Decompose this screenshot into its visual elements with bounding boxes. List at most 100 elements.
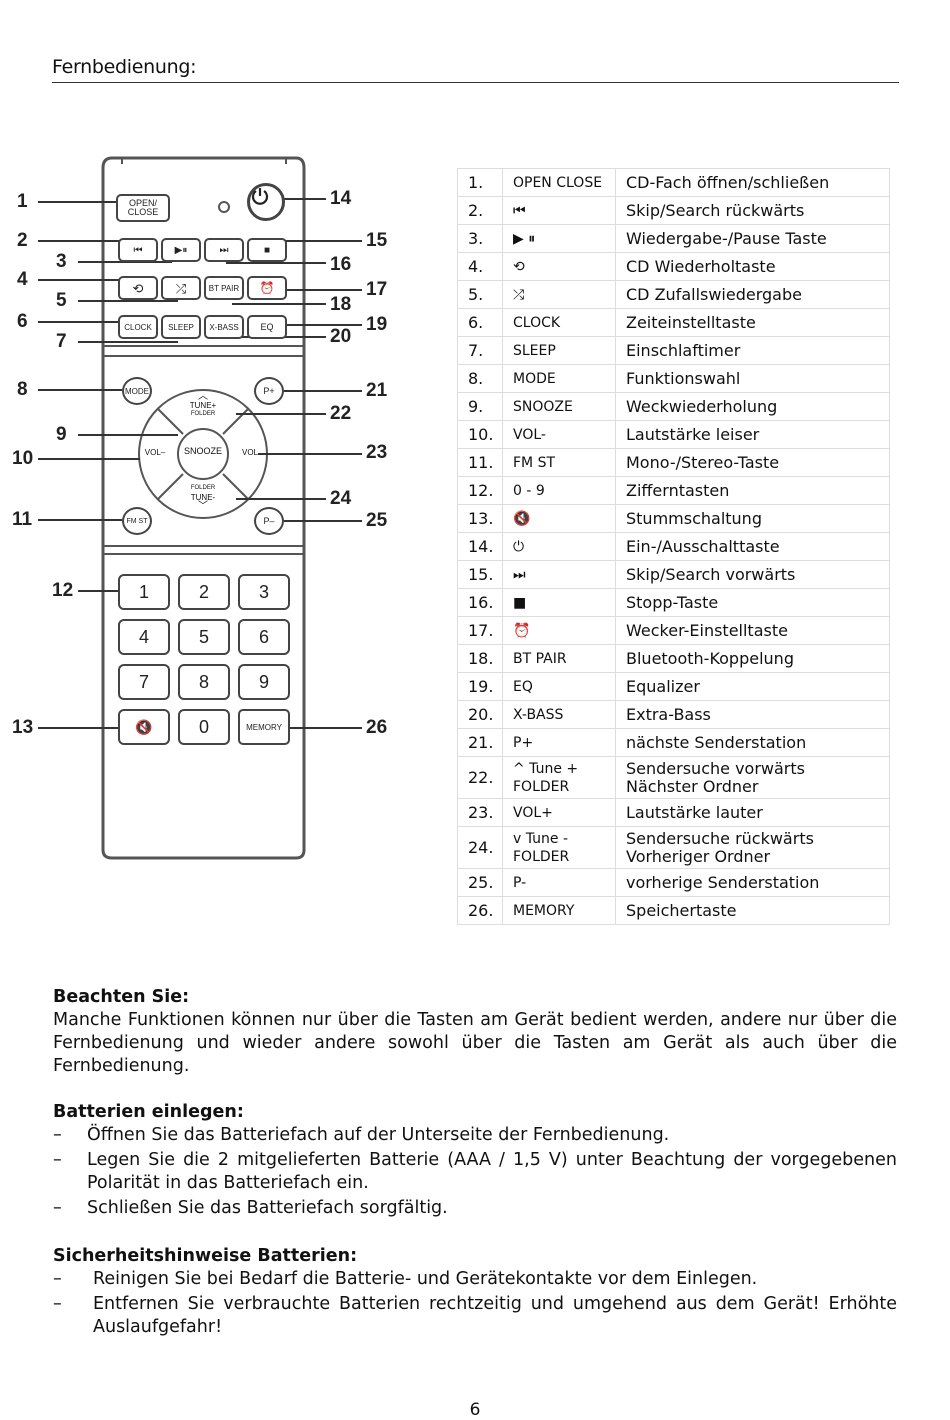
- callout-5: 5: [56, 290, 67, 311]
- open-close-button[interactable]: OPEN/ CLOSE: [116, 194, 170, 222]
- digit-0-button[interactable]: 0: [178, 709, 230, 745]
- skip-forward-icon: ⏭: [502, 560, 616, 589]
- key-label: X-BASS: [502, 700, 616, 729]
- batteries-section: Batterien einlegen: –Öffnen Sie das Batt…: [53, 1101, 897, 1220]
- digit-3-button[interactable]: 3: [238, 574, 290, 610]
- memory-button[interactable]: MEMORY: [238, 709, 290, 745]
- digit-7-label: 7: [138, 671, 149, 692]
- table-row: 4.⟲CD Wiederholtaste: [457, 252, 890, 281]
- row-number: 19.: [457, 672, 503, 701]
- eq-button[interactable]: EQ: [247, 315, 287, 339]
- key-function: CD-Fach öffnen/schließen: [615, 168, 890, 197]
- key-label: OPEN CLOSE: [502, 168, 616, 197]
- clock-button[interactable]: CLOCK: [118, 315, 158, 339]
- key-label: VOL+: [502, 798, 616, 827]
- digit-6-button[interactable]: 6: [238, 619, 290, 655]
- shuffle-icon: ⤮: [502, 280, 616, 309]
- tune-minus-button[interactable]: FOLDER TUNE- ﹀: [178, 484, 228, 518]
- key-label: VOL-: [502, 420, 616, 449]
- row-number: 10.: [457, 420, 503, 449]
- key-function: Wecker-Einstelltaste: [615, 616, 890, 645]
- batteries-list: –Öffnen Sie das Batteriefach auf der Unt…: [53, 1124, 897, 1220]
- skip-back-button[interactable]: ⏮: [118, 238, 158, 262]
- key-label: MODE: [502, 364, 616, 393]
- row-number: 26.: [457, 896, 503, 925]
- key-label: BT PAIR: [502, 644, 616, 673]
- callout-12: 12: [52, 580, 74, 601]
- p-plus-button[interactable]: P+: [254, 377, 284, 405]
- table-row: 2.⏮Skip/Search rückwärts: [457, 196, 890, 225]
- fm-st-button[interactable]: FM ST: [122, 507, 152, 535]
- bt-pair-button[interactable]: BT PAIR: [204, 276, 244, 300]
- repeat-button[interactable]: ⟲: [118, 276, 158, 300]
- vol-plus-button[interactable]: VOL: [236, 448, 264, 457]
- row-number: 7.: [457, 336, 503, 365]
- key-function: Stummschaltung: [615, 504, 890, 533]
- fm-st-label: FM ST: [126, 517, 148, 525]
- digit-7-button[interactable]: 7: [118, 664, 170, 700]
- digit-9-button[interactable]: 9: [238, 664, 290, 700]
- note-text: Manche Funktionen können nur über die Ta…: [53, 1010, 897, 1076]
- digit-1-button[interactable]: 1: [118, 574, 170, 610]
- sleep-label: SLEEP: [168, 322, 194, 332]
- stop-button[interactable]: ■: [247, 238, 287, 262]
- key-label: v Tune -FOLDER: [502, 826, 616, 869]
- callout-14: 14: [330, 188, 352, 209]
- callout-18: 18: [330, 294, 352, 315]
- play-pause-button[interactable]: ▶⏸: [161, 238, 201, 262]
- digit-4-button[interactable]: 4: [118, 619, 170, 655]
- list-item: – Legen Sie die 2 mitgelieferten Batterie…: [53, 1149, 897, 1195]
- mode-button[interactable]: MODE: [122, 377, 152, 405]
- key-label-line: FOLDER: [513, 848, 570, 865]
- digit-5-label: 5: [198, 626, 209, 647]
- callout-2: 2: [17, 230, 28, 251]
- list-item: –Öffnen Sie das Batteriefach auf der Unt…: [53, 1124, 897, 1147]
- key-function: vorherige Senderstation: [615, 868, 890, 897]
- memory-label: MEMORY: [246, 722, 282, 732]
- vol-minus-button[interactable]: VOL–: [140, 448, 170, 457]
- digit-8-button[interactable]: 8: [178, 664, 230, 700]
- row-number: 15.: [457, 560, 503, 589]
- digit-5-button[interactable]: 5: [178, 619, 230, 655]
- list-item-text: Entfernen Sie verbrauchte Batterien rech…: [93, 1294, 897, 1337]
- xbass-label: X-BASS: [209, 322, 239, 332]
- list-item: –Reinigen Sie bei Bedarf die Batterie- u…: [53, 1268, 897, 1291]
- clock-label: CLOCK: [124, 322, 152, 332]
- alarm-button[interactable]: ⏰: [247, 276, 287, 300]
- row-number: 20.: [457, 700, 503, 729]
- sleep-button[interactable]: SLEEP: [161, 315, 201, 339]
- xbass-button[interactable]: X-BASS: [204, 315, 244, 339]
- dash-marker: –: [53, 1294, 62, 1314]
- key-function: Zifferntasten: [615, 476, 890, 505]
- key-function: nächste Senderstation: [615, 728, 890, 757]
- note-title: Beachten Sie:: [53, 987, 190, 1007]
- digit-2-button[interactable]: 2: [178, 574, 230, 610]
- key-label: 0 - 9: [502, 476, 616, 505]
- callout-8: 8: [17, 379, 28, 400]
- callout-25: 25: [366, 510, 388, 531]
- mute-button[interactable]: 🔇: [118, 709, 170, 745]
- tune-plus-button[interactable]: ︿ TUNE+ FOLDER: [178, 392, 228, 426]
- power-button[interactable]: [247, 183, 285, 221]
- p-minus-button[interactable]: P–: [254, 507, 284, 535]
- safety-list: –Reinigen Sie bei Bedarf die Batterie- u…: [53, 1268, 897, 1339]
- snooze-button[interactable]: SNOOZE: [178, 446, 228, 456]
- skip-forward-button[interactable]: ⏭: [204, 238, 244, 262]
- key-function: Stopp-Taste: [615, 588, 890, 617]
- dash-marker: –: [53, 1150, 62, 1170]
- row-number: 12.: [457, 476, 503, 505]
- vol-plus-label: VOL: [241, 448, 258, 457]
- row-number: 4.: [457, 252, 503, 281]
- callout-6: 6: [17, 311, 28, 332]
- shuffle-button[interactable]: ⤮: [161, 276, 201, 300]
- table-row: 17.⏰Wecker-Einstelltaste: [457, 616, 890, 645]
- callout-22: 22: [330, 403, 352, 424]
- list-item-text: Legen Sie die 2 mitgelieferten Batterie …: [87, 1150, 897, 1193]
- row-number: 1.: [457, 168, 503, 197]
- key-function: Skip/Search vorwärts: [615, 560, 890, 589]
